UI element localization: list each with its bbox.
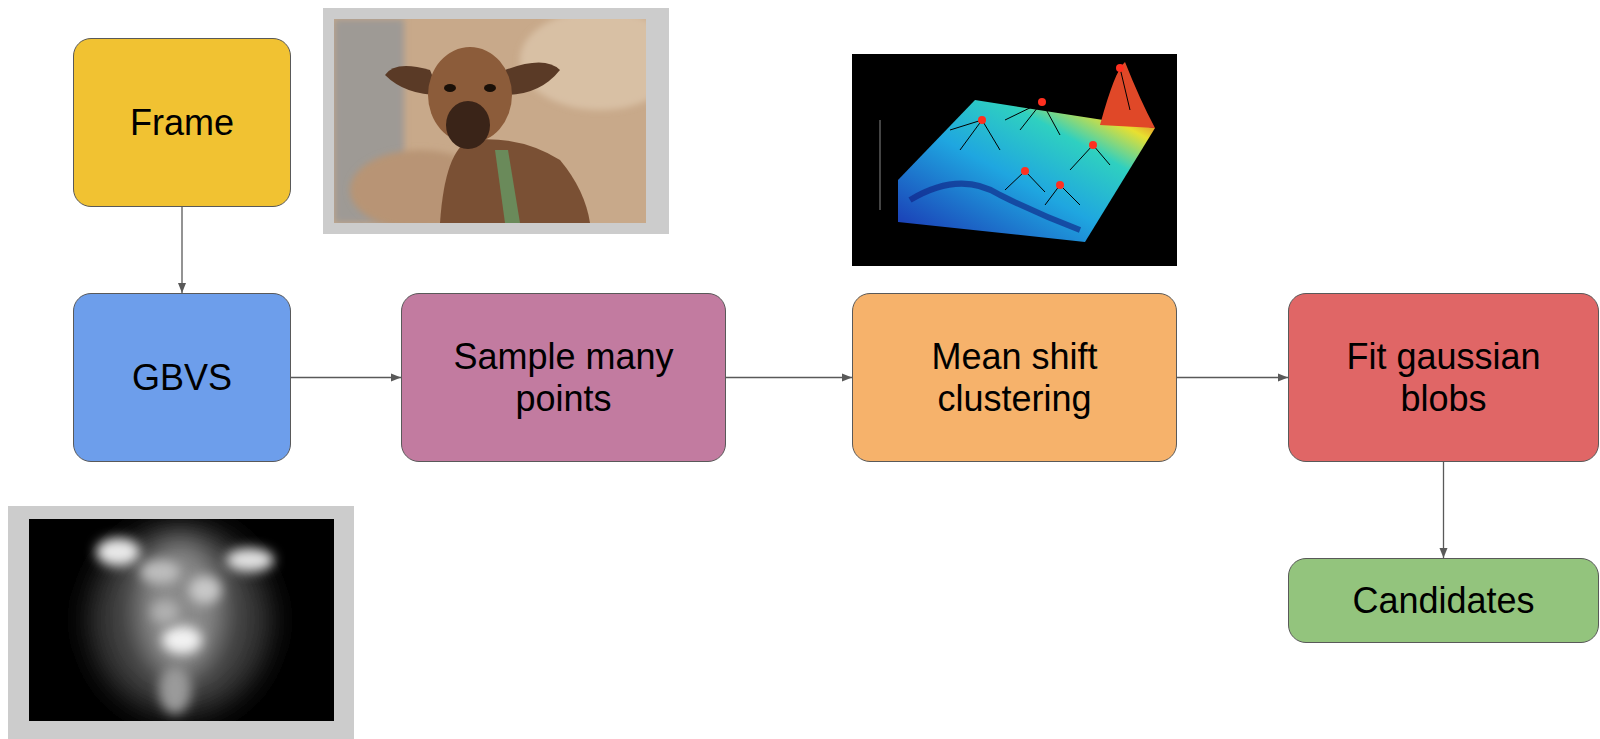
arrow-connector bbox=[1443, 462, 1444, 558]
text-stack: Candidates bbox=[1352, 580, 1534, 621]
node-label: Mean shift clustering bbox=[869, 336, 1160, 419]
illustration-part bbox=[852, 54, 1177, 266]
illustration-part bbox=[444, 84, 456, 92]
text-stack: Sample many points bbox=[418, 336, 709, 419]
illustration-part bbox=[1100, 62, 1155, 128]
arrow-connector bbox=[1177, 377, 1288, 378]
process-box: Mean shift clustering bbox=[852, 293, 1177, 462]
illustration-part bbox=[440, 139, 590, 223]
illustration-part bbox=[8, 506, 354, 739]
illustration-part bbox=[950, 120, 1000, 150]
illustration-part bbox=[226, 548, 274, 572]
illustration-part bbox=[1056, 181, 1064, 189]
illustration-part bbox=[1116, 64, 1124, 72]
node-label: Candidates bbox=[1352, 580, 1534, 621]
process-box: Fit gaussian blobs bbox=[1288, 293, 1599, 462]
illustration-part bbox=[446, 101, 490, 149]
mean-shift-plot bbox=[852, 54, 1177, 266]
illustration-part bbox=[159, 666, 191, 714]
illustration-part bbox=[505, 63, 560, 96]
illustration-part bbox=[334, 19, 646, 223]
illustration-part bbox=[1021, 167, 1029, 175]
output-box: Candidates bbox=[1288, 558, 1599, 643]
illustration-part bbox=[29, 519, 334, 721]
input-box: Frame bbox=[73, 38, 291, 207]
text-stack: Mean shift clustering bbox=[869, 336, 1160, 419]
illustration-part bbox=[135, 540, 225, 680]
illustration-part bbox=[151, 600, 179, 624]
text-stack: Frame bbox=[130, 102, 234, 143]
illustration-part bbox=[880, 120, 881, 210]
process-box: GBVS bbox=[73, 293, 291, 462]
illustration-part bbox=[96, 538, 140, 566]
illustration-part bbox=[910, 184, 1080, 230]
text-stack: Fit gaussian blobs bbox=[1305, 336, 1582, 419]
node-label: Sample many points bbox=[418, 336, 709, 419]
node-label: Fit gaussian blobs bbox=[1305, 336, 1582, 419]
illustration-part bbox=[1038, 98, 1046, 106]
illustration-part bbox=[978, 116, 986, 124]
illustration-part bbox=[950, 68, 1130, 205]
goat-photo bbox=[323, 8, 680, 234]
illustration-part bbox=[978, 64, 1124, 189]
saliency-map bbox=[8, 506, 354, 739]
illustration-part bbox=[140, 560, 180, 584]
arrow-connector bbox=[726, 377, 852, 378]
illustration-part bbox=[29, 519, 334, 721]
text-stack: GBVS bbox=[132, 357, 232, 398]
illustration-part bbox=[189, 576, 221, 604]
illustration-part bbox=[162, 626, 202, 654]
process-box: Sample many points bbox=[401, 293, 726, 462]
arrow-connector bbox=[181, 207, 182, 293]
illustration-part bbox=[1005, 102, 1060, 135]
node-label: Frame bbox=[130, 102, 234, 143]
illustration-part bbox=[1070, 145, 1110, 170]
illustration-part bbox=[1089, 141, 1097, 149]
illustration-part bbox=[1080, 68, 1130, 110]
arrow-connector bbox=[291, 377, 401, 378]
illustration-part bbox=[495, 150, 520, 223]
illustration-part bbox=[484, 84, 496, 92]
node-label: GBVS bbox=[132, 357, 232, 398]
